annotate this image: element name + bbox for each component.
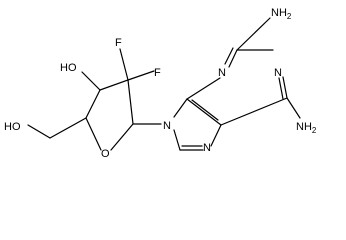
bond-c2-f1 (119, 48, 129, 81)
bond-ho-ch2 (27, 124, 51, 139)
bond-n1-c6 (282, 76, 288, 99)
label-nh2-top-subscript: 2 (287, 12, 292, 21)
bond-c2-nh2 (236, 17, 271, 51)
bond-c2-c3 (99, 79, 129, 91)
bond-c4-c5-double (191, 99, 219, 121)
structure-diagram: HO HO O F F N N N N NH2 NH2 (4, 7, 317, 160)
label-nh2-top-base: NH (271, 7, 287, 19)
bond-n3-c2-double (224, 47, 234, 65)
label-nh2-bottom-subscript: 2 (312, 126, 317, 135)
bond-o-c1 (110, 123, 134, 151)
label-nh2-top: NH2 (271, 7, 292, 21)
label-ring-oxygen: O (101, 148, 110, 160)
bond-n3-c2 (228, 49, 238, 68)
bond-c3-c4 (85, 89, 101, 119)
label-fluorine-1: F (115, 37, 122, 49)
bond-c6-c5 (220, 97, 288, 126)
bond-c4-n3 (186, 77, 221, 100)
bond-n1-c6-double (278, 77, 284, 100)
label-n9: N (163, 120, 171, 132)
label-nh2-bottom-base: NH (296, 121, 312, 133)
bond-n7-c5 (210, 124, 222, 147)
bond-n9-c4 (173, 98, 188, 118)
bond-c4-o (85, 117, 102, 151)
label-n1: N (274, 67, 282, 79)
label-nh2-bottom: NH2 (296, 121, 317, 135)
label-fluorine-2: F (154, 67, 161, 79)
bond-lines (27, 17, 301, 151)
bond-c6-nh2 (286, 97, 301, 119)
label-n7: N (203, 142, 211, 154)
bond-n9-c8 (173, 129, 181, 151)
label-oh-top: HO (60, 62, 77, 74)
label-n3: N (218, 67, 226, 79)
label-oh-side: HO (4, 121, 21, 133)
atom-labels: HO HO O F F N N N N NH2 NH2 (4, 7, 317, 160)
bond-c2-f2 (127, 70, 155, 81)
bond-c1-c2 (127, 79, 134, 125)
bond-c4-c5 (186, 98, 222, 126)
bond-c3-oh (81, 71, 101, 91)
bond-ch2-c4 (49, 117, 87, 139)
